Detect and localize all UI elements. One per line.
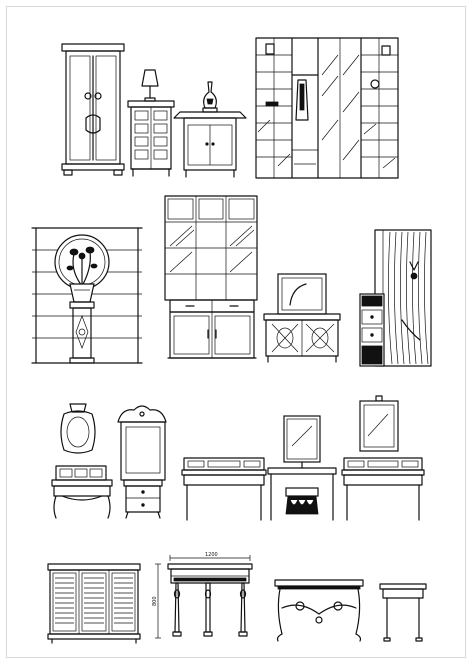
pedestal-stand xyxy=(69,301,95,364)
ornate-vanity-elevation xyxy=(51,403,113,519)
width-dimension-label: 1200 xyxy=(205,552,218,558)
lamp-elevation xyxy=(141,69,159,102)
tower-cabinet xyxy=(359,293,385,367)
wall-unit-elevation xyxy=(255,37,399,179)
armoire-elevation xyxy=(61,43,125,176)
side-cabinet-elevation xyxy=(173,111,247,178)
pediment-chest-elevation xyxy=(117,405,167,519)
vanity-desk-elevation xyxy=(341,395,425,521)
vase-elevation xyxy=(202,81,218,113)
sheet-border xyxy=(6,6,466,658)
writing-desk-elevation xyxy=(181,457,267,521)
drawer-chest-elevation xyxy=(127,100,175,177)
height-dimension: 800 xyxy=(152,563,161,639)
mirror-and-chest-elevation xyxy=(263,273,341,363)
flower-arrangement xyxy=(66,246,98,303)
dressing-table-elevation xyxy=(267,415,337,521)
louvre-cabinet-elevation xyxy=(47,563,141,644)
hanging-closet xyxy=(291,74,319,165)
stool xyxy=(285,487,319,515)
width-dimension: 1200 xyxy=(169,552,251,561)
small-side-table-elevation xyxy=(379,583,427,642)
console-legs xyxy=(172,582,248,637)
left-shelves xyxy=(256,38,292,178)
height-dimension-label: 800 xyxy=(152,596,158,606)
console-table-elevation: 1200 800 xyxy=(152,552,253,639)
panel-wall-elevation xyxy=(31,227,143,364)
right-shelves xyxy=(361,38,398,178)
tower-panel-elevation xyxy=(359,229,432,367)
display-cabinet-elevation xyxy=(164,195,258,359)
wrought-iron-table-elevation xyxy=(274,579,364,642)
louvre-slats xyxy=(55,577,133,624)
mirror-doors xyxy=(321,38,360,178)
